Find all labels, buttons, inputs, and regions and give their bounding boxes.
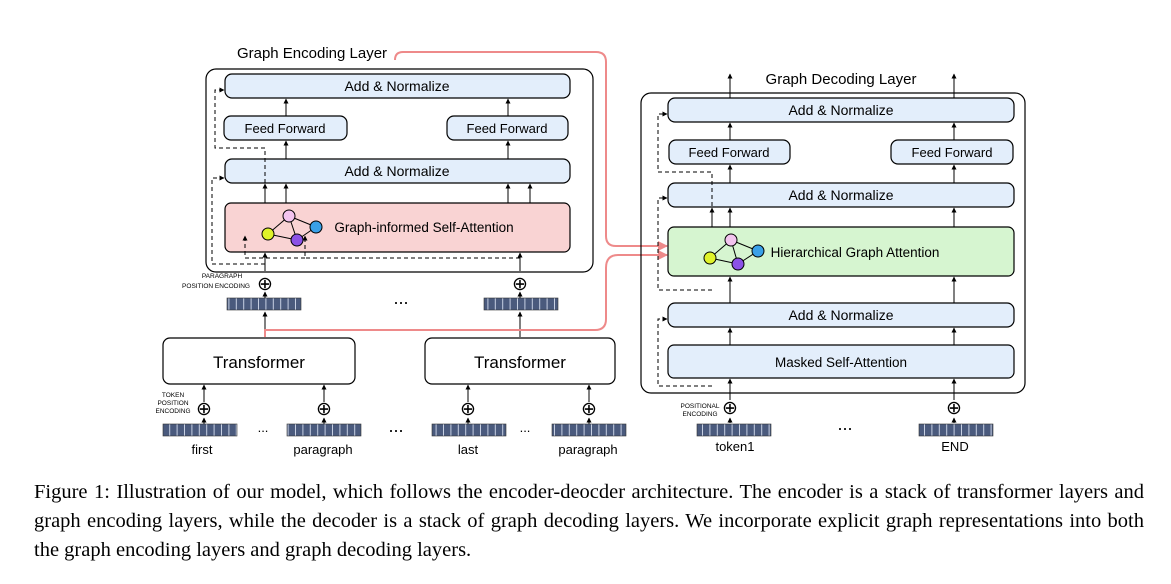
token-label: TOKEN [162,392,185,399]
inner-ellipsis-left: ... [258,420,269,435]
decoder-ellipsis: ... [837,414,852,434]
plus-circle-icon: ⊕ [946,398,962,419]
position-encoding-label: POSITION ENCODING [182,283,250,290]
plus-circle-icon: ⊕ [196,399,212,420]
enc-plus-right: ⊕ [512,274,528,295]
paragraph-label: PARAGRAPH [202,273,243,280]
decoder-add-normalize-bottom [667,302,1015,328]
input-paragraph-1: paragraph [293,442,352,457]
transformer-stack: Transformer Transformer TOKEN POSITION E… [155,337,627,457]
positional-label: POSITIONAL [680,403,719,410]
positional-encoding-label: ENCODING [682,411,717,418]
encoding-label: ENCODING [155,408,190,415]
figure-caption: Figure 1: Illustration of our model, whi… [34,481,1144,561]
graph-glyph-icon [261,209,323,247]
embedding-vector-icon [226,297,302,311]
transformer-right-label: Transformer [474,353,566,372]
input-paragraph-2: paragraph [558,442,617,457]
masked-self-attention-label: Masked Self-Attention [775,355,907,370]
graph-informed-self-attention [224,202,571,253]
transformer-left-label: Transformer [213,353,305,372]
hierarchical-graph-attention-label: Hierarchical Graph Attention [771,245,940,260]
transformer-right [424,337,616,385]
decoder-add-normalize-bottom-label: Add & Normalize [788,307,893,323]
encoder-add-normalize-bottom-label: Add & Normalize [344,163,449,179]
graph-encoding-layer: Graph Encoding Layer Add & Normalize Fee… [182,45,594,337]
enc-plus-left: ⊕ [257,274,273,295]
encoder-title: Graph Encoding Layer [237,45,387,62]
encoder-feed-forward-right-label: Feed Forward [467,121,548,136]
decoder-title: Graph Decoding Layer [766,71,917,88]
encoder-ellipsis: ... [393,288,408,308]
input-last: last [458,442,479,457]
input-first: first [192,442,213,457]
plus-circle-icon: ⊕ [581,399,597,420]
embedding-vector-icon [286,423,362,437]
outer-ellipsis: ... [388,416,403,436]
decoder-add-normalize-top [667,97,1015,123]
position-label: POSITION [157,400,188,407]
decoder-add-normalize-mid-label: Add & Normalize [788,187,893,203]
input-token1: token1 [715,439,754,454]
decoder-add-normalize-mid [667,182,1015,208]
encoder-decoder-connections [264,51,668,337]
decoder-feed-forward-right [890,139,1014,165]
embedding-vector-icon [162,423,238,437]
graph-informed-self-attention-label: Graph-informed Self-Attention [334,220,513,235]
decoder-add-normalize-top-label: Add & Normalize [788,102,893,118]
plus-circle-icon: ⊕ [722,398,738,419]
encoder-add-normalize-top [224,73,571,99]
encoder-feed-forward-left-label: Feed Forward [245,121,326,136]
architecture-diagram: Graph Encoding Layer Add & Normalize Fee… [155,45,1026,457]
decoder-feed-forward-left-label: Feed Forward [689,145,770,160]
inner-ellipsis-right: ... [520,420,531,435]
masked-self-attention [667,344,1015,379]
transformer-left [162,337,356,385]
decoder-feed-forward-right-label: Feed Forward [912,145,993,160]
embedding-vector-icon [918,423,994,437]
encoder-add-normalize-bottom [224,158,571,184]
graph-decoding-layer: Graph Decoding Layer Add & Normalize Fee… [640,71,1026,454]
plus-circle-icon: ⊕ [316,399,332,420]
embedding-vector-icon [551,423,627,437]
input-end: END [941,439,968,454]
embedding-vector-icon [431,423,507,437]
hierarchical-graph-attention [667,226,1015,277]
embedding-vector-icon [696,423,772,437]
encoder-add-normalize-top-label: Add & Normalize [344,78,449,94]
embedding-vector-icon [483,297,559,311]
plus-circle-icon: ⊕ [460,399,476,420]
graph-glyph-icon [703,233,765,271]
